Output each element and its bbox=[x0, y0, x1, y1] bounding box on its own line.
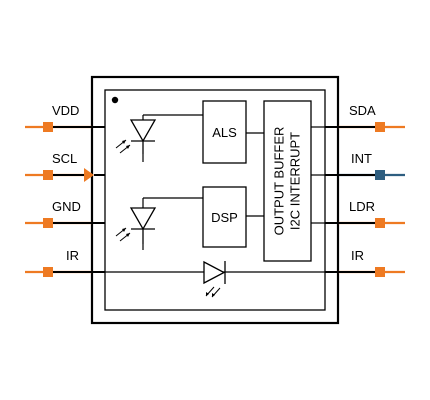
pin-pad bbox=[43, 170, 53, 180]
pin-pad bbox=[375, 122, 385, 132]
pin-pad bbox=[43, 218, 53, 228]
pin-label-ir-right: IR bbox=[351, 248, 364, 263]
right-pin-sda: SDA bbox=[325, 103, 405, 132]
left-pin-vdd: VDD bbox=[25, 103, 105, 132]
pin-label-int: INT bbox=[351, 151, 372, 166]
als-block bbox=[202, 100, 247, 164]
pin-label-ir-left: IR bbox=[66, 248, 79, 263]
photodiode-icon bbox=[115, 119, 157, 154]
left-pin-scl: SCL bbox=[25, 151, 105, 182]
pin-label-gnd: GND bbox=[52, 199, 81, 214]
left-pin-gnd: GND bbox=[25, 199, 105, 228]
pin-label-ldr: LDR bbox=[349, 199, 375, 214]
right-pin-int: INT bbox=[325, 151, 405, 180]
dsp-label: DSP bbox=[211, 210, 238, 225]
dsp-block bbox=[202, 186, 247, 248]
output-buffer-block bbox=[263, 100, 312, 262]
pin-pad bbox=[43, 122, 53, 132]
photodiode-icon bbox=[115, 207, 157, 244]
pin-label-scl: SCL bbox=[52, 151, 77, 166]
chip-inner-outline bbox=[104, 89, 326, 311]
pin-pad bbox=[375, 170, 385, 180]
led-icon bbox=[203, 260, 226, 298]
right-pin-ir: IR bbox=[325, 248, 405, 277]
right-pin-ldr: LDR bbox=[325, 199, 405, 228]
als-label: ALS bbox=[212, 125, 237, 140]
pin-pad bbox=[375, 218, 385, 228]
i2c-interrupt-label: I2C INTERRUPT bbox=[288, 132, 303, 230]
pin-label-vdd: VDD bbox=[52, 103, 79, 118]
output-buffer-text: OUTPUT BUFFER I2C INTERRUPT bbox=[272, 127, 303, 236]
pin-pad bbox=[43, 267, 53, 277]
left-pin-ir: IR bbox=[25, 248, 105, 277]
output-buffer-label: OUTPUT BUFFER bbox=[272, 127, 287, 236]
pin1-dot-icon bbox=[111, 96, 119, 104]
input-arrow-icon bbox=[84, 168, 94, 182]
pin-label-sda: SDA bbox=[349, 103, 376, 118]
pin-pad bbox=[375, 267, 385, 277]
